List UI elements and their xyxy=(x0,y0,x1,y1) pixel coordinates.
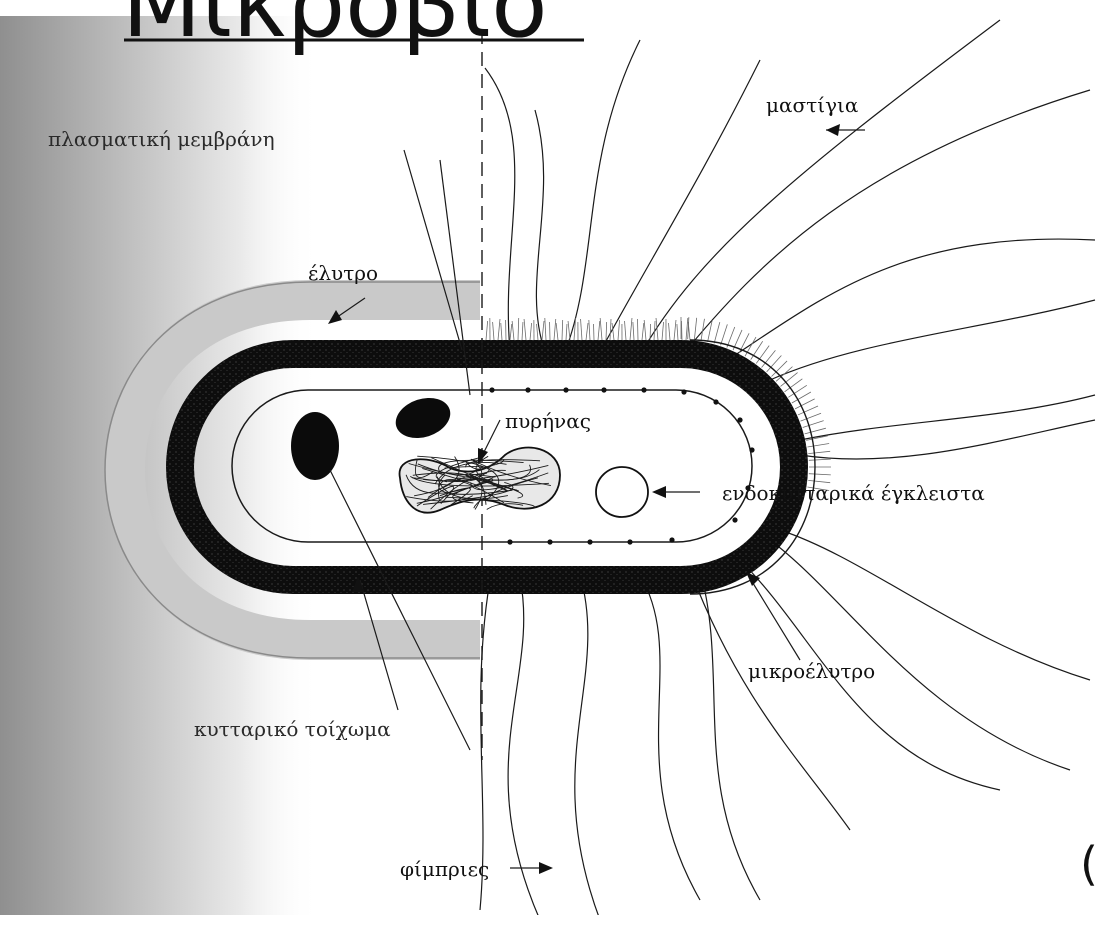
label-fimbriae: φίμπριες xyxy=(400,857,489,881)
flagellum-11 xyxy=(780,530,1090,680)
flagellum-1 xyxy=(485,68,515,350)
inclusion-dark-1 xyxy=(291,412,339,480)
inclusion-dark-2 xyxy=(390,391,455,444)
flagellum-2 xyxy=(535,110,545,352)
leader-microcapsule xyxy=(748,575,800,660)
flagellum-9 xyxy=(800,395,1095,440)
flagellum-17 xyxy=(508,578,540,920)
flagellum-5 xyxy=(640,20,1000,355)
label-microcapsule: μικροέλυτρο xyxy=(748,659,875,683)
flagellum-3 xyxy=(565,40,640,352)
flagellum-7 xyxy=(720,239,1095,365)
flagellum-16 xyxy=(575,575,600,920)
flagellum-14 xyxy=(700,570,760,900)
flagellum-12 xyxy=(770,540,1070,770)
label-inclusions: ενδοκυτταρικά έγκλειστα xyxy=(722,481,985,505)
flagellum-4 xyxy=(600,60,760,352)
page-title: Μικρόβιο xyxy=(122,0,548,58)
flagellum-6 xyxy=(680,90,1090,358)
corner-text: ( xyxy=(1080,837,1098,891)
label-capsule: έλυτρο xyxy=(308,261,378,285)
label-membrane: πλασματική μεμβράνη xyxy=(48,127,275,151)
flagellum-10 xyxy=(800,420,1095,459)
leader-inclusion-dark xyxy=(330,470,470,750)
label-cell-wall: κυτταρικό τοίχωμα xyxy=(194,717,391,741)
bottom-edge xyxy=(0,915,1099,927)
inclusion-light xyxy=(596,467,648,517)
flagellum-8 xyxy=(770,300,1095,380)
label-flagella: μαστίγια xyxy=(766,93,858,117)
flagellum-15 xyxy=(640,575,700,900)
label-nucleus: πυρήνας xyxy=(505,409,591,433)
